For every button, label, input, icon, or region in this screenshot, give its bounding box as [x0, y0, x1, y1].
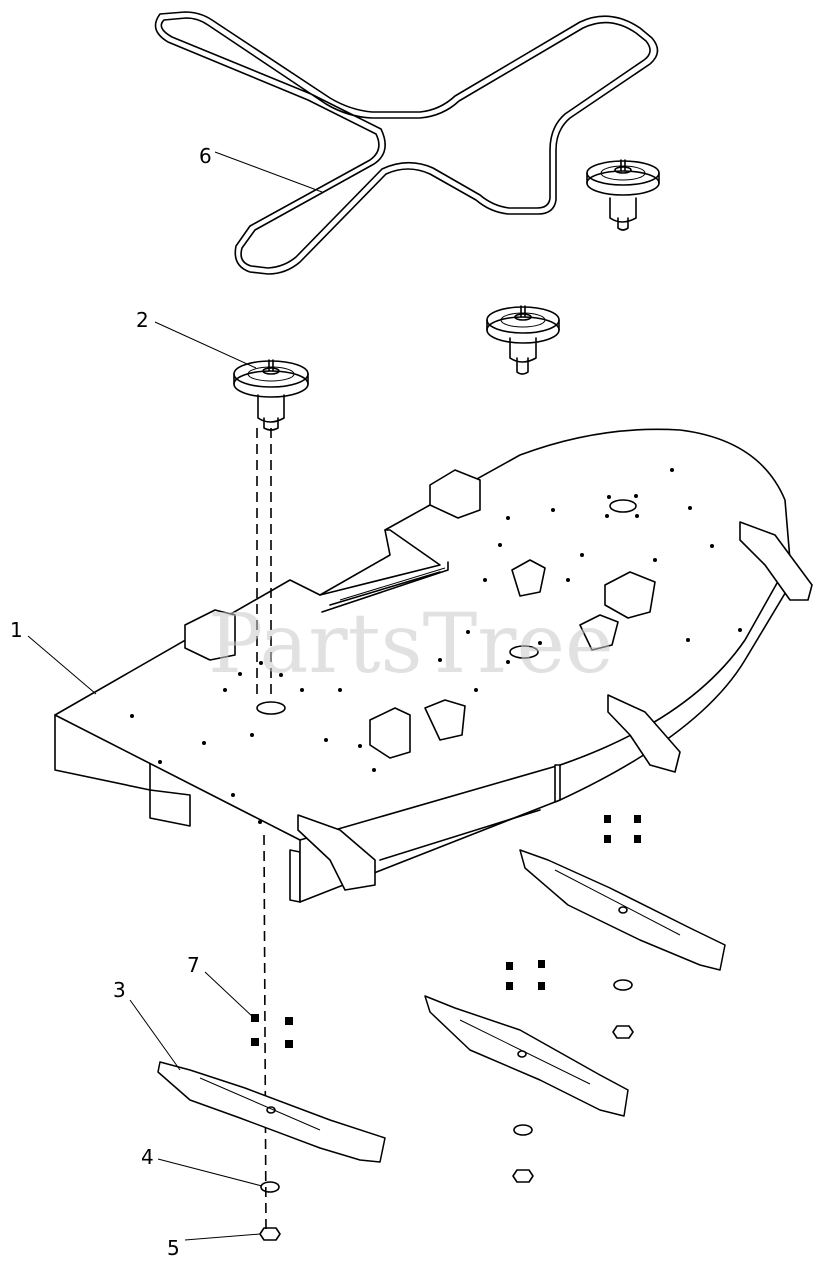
mower-blade-center[interactable]	[424, 995, 629, 1117]
spindle-pulley-left[interactable]	[233, 359, 309, 431]
callout-label-1: 1	[10, 618, 23, 642]
mower-deck[interactable]	[54, 428, 813, 903]
bolt-set[interactable]	[251, 815, 641, 1048]
leader-lines	[27, 151, 323, 1241]
mower-blade-left[interactable]	[157, 1061, 386, 1163]
callout-label-7: 7	[187, 953, 200, 977]
callout-label-2: 2	[136, 308, 149, 332]
mower-blade-right[interactable]	[519, 849, 726, 971]
assembly-line	[263, 834, 267, 1231]
callout-label-4: 4	[141, 1145, 154, 1169]
watermark: PartsTree	[208, 597, 614, 692]
callout-label-6: 6	[199, 144, 212, 168]
drive-belt[interactable]	[154, 11, 659, 275]
callout-label-3: 3	[113, 978, 126, 1002]
washer-set[interactable]	[260, 979, 633, 1193]
spindle-pulley-center[interactable]	[486, 305, 560, 375]
callout-label-5: 5	[167, 1236, 180, 1260]
spindle-pulley-right[interactable]	[586, 159, 660, 231]
